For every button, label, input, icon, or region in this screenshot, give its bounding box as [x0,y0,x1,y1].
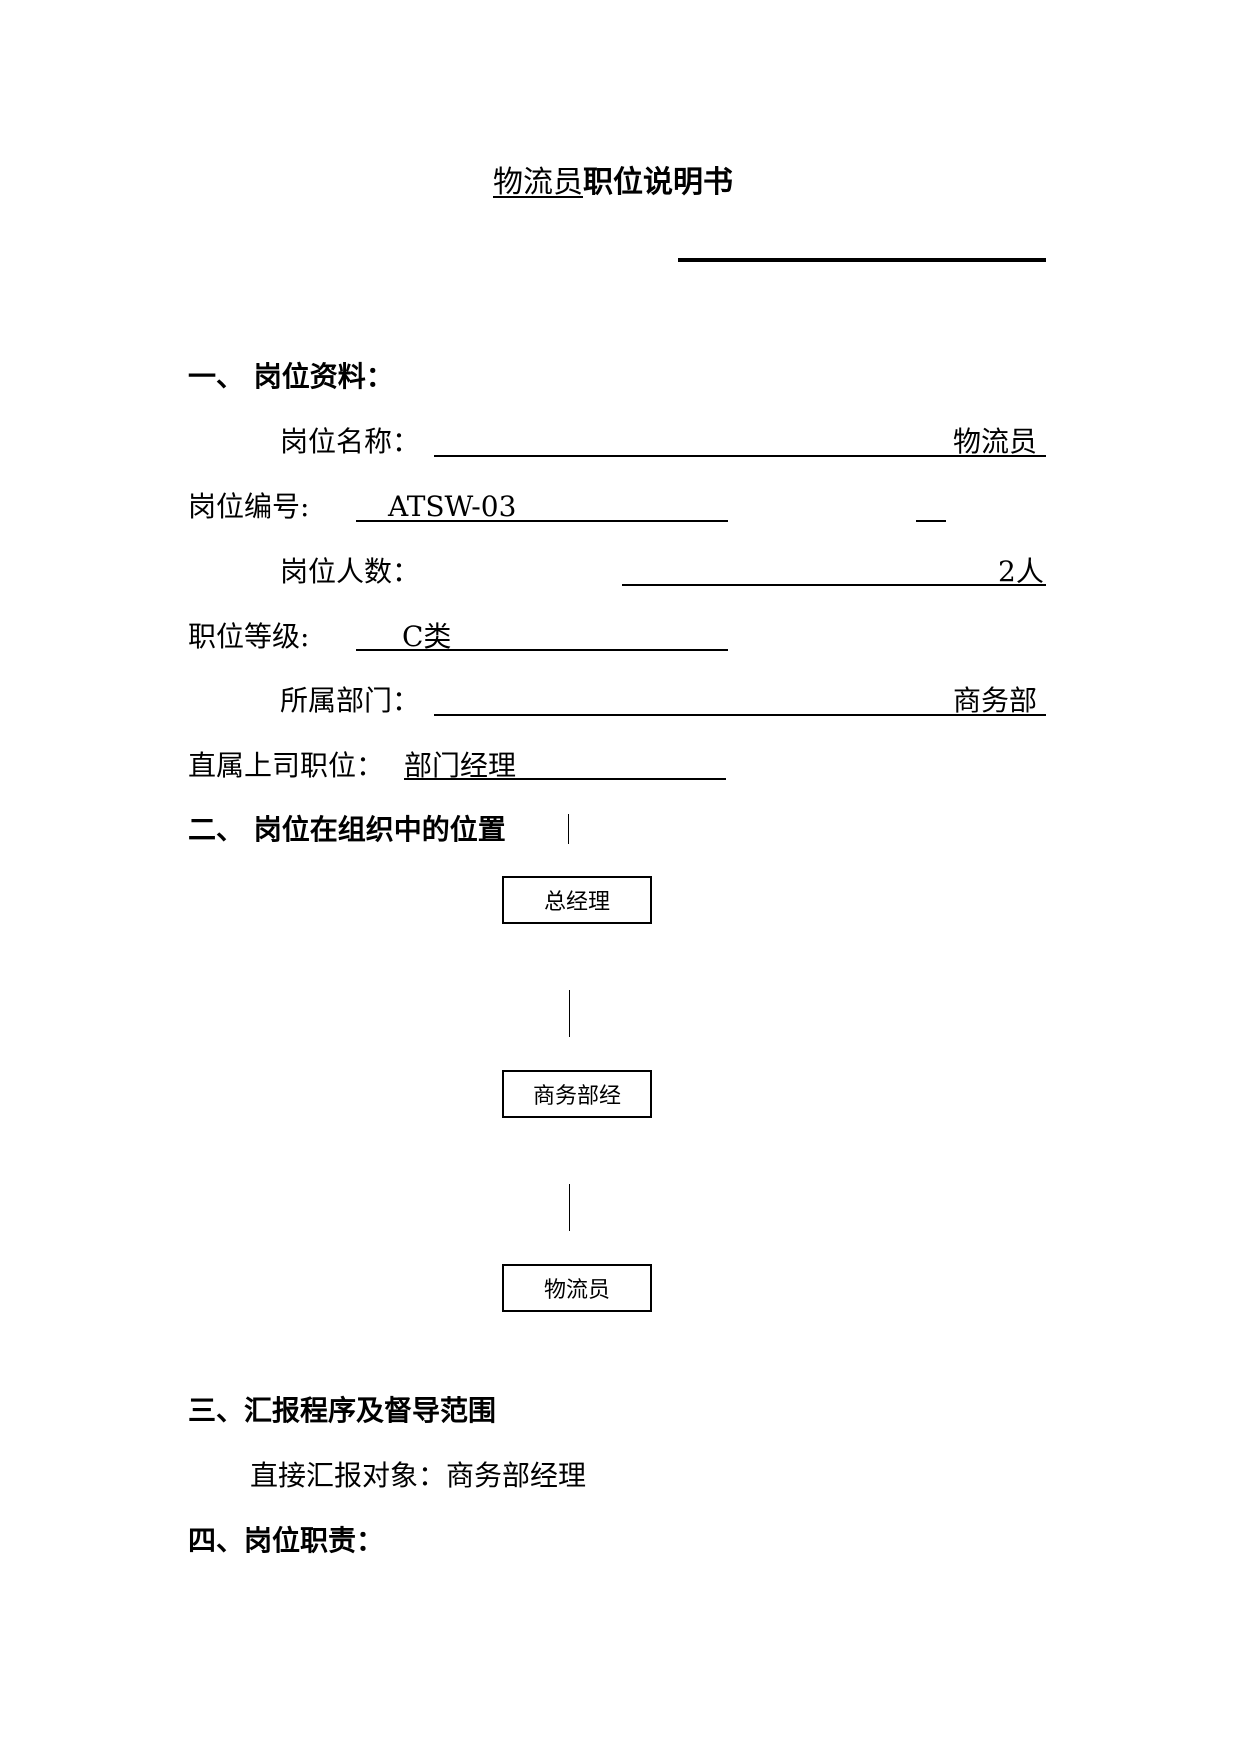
section3-heading: 三、汇报程序及督导范围 [188,1394,497,1427]
position-code-underline [356,520,728,522]
headcount-label: 岗位人数： [280,555,421,588]
section1-heading: 一、 岗位资料： [188,360,394,393]
grade-underline [356,649,728,651]
position-code-value: ATSW-03 [388,490,517,523]
position-name-label: 岗位名称： [280,425,421,458]
heading-cursor-bar [568,814,569,844]
position-name-value: 物流员 [953,425,1038,458]
department-label: 所属部门： [280,684,421,717]
superior-label: 直属上司职位： [188,749,385,782]
header-rule [678,258,1046,262]
org-box-label: 商务部经 [532,1084,621,1109]
org-connector [569,990,570,1037]
section4-heading: 四、岗位职责： [188,1524,385,1557]
grade-value: C类 [402,620,452,653]
superior-value: 部门经理 [404,749,517,782]
department-underline [434,714,1046,716]
org-box-label: 物流员 [543,1278,610,1303]
position-code-extra-underline [916,520,946,522]
report-line: 直接汇报对象：商务部经理 [250,1459,587,1492]
org-box-general-manager: 总经理 [502,876,652,924]
title-position-name: 物流员 [493,165,583,200]
org-box-label: 总经理 [543,890,610,915]
headcount-underline [622,584,1046,586]
org-connector [569,1184,570,1231]
org-box-business-manager: 商务部经 [502,1070,652,1118]
position-name-underline [434,455,1046,457]
section2-heading: 二、 岗位在组织中的位置 [188,813,506,846]
headcount-value: 2人 [998,555,1044,588]
document-title: 物流员职位说明书 [493,164,733,202]
org-box-logistics-clerk: 物流员 [502,1264,652,1312]
title-suffix: 职位说明书 [583,165,733,200]
grade-label: 职位等级: [188,620,310,653]
position-code-label: 岗位编号: [188,490,310,523]
department-value: 商务部 [953,684,1038,717]
superior-underline [404,778,726,780]
